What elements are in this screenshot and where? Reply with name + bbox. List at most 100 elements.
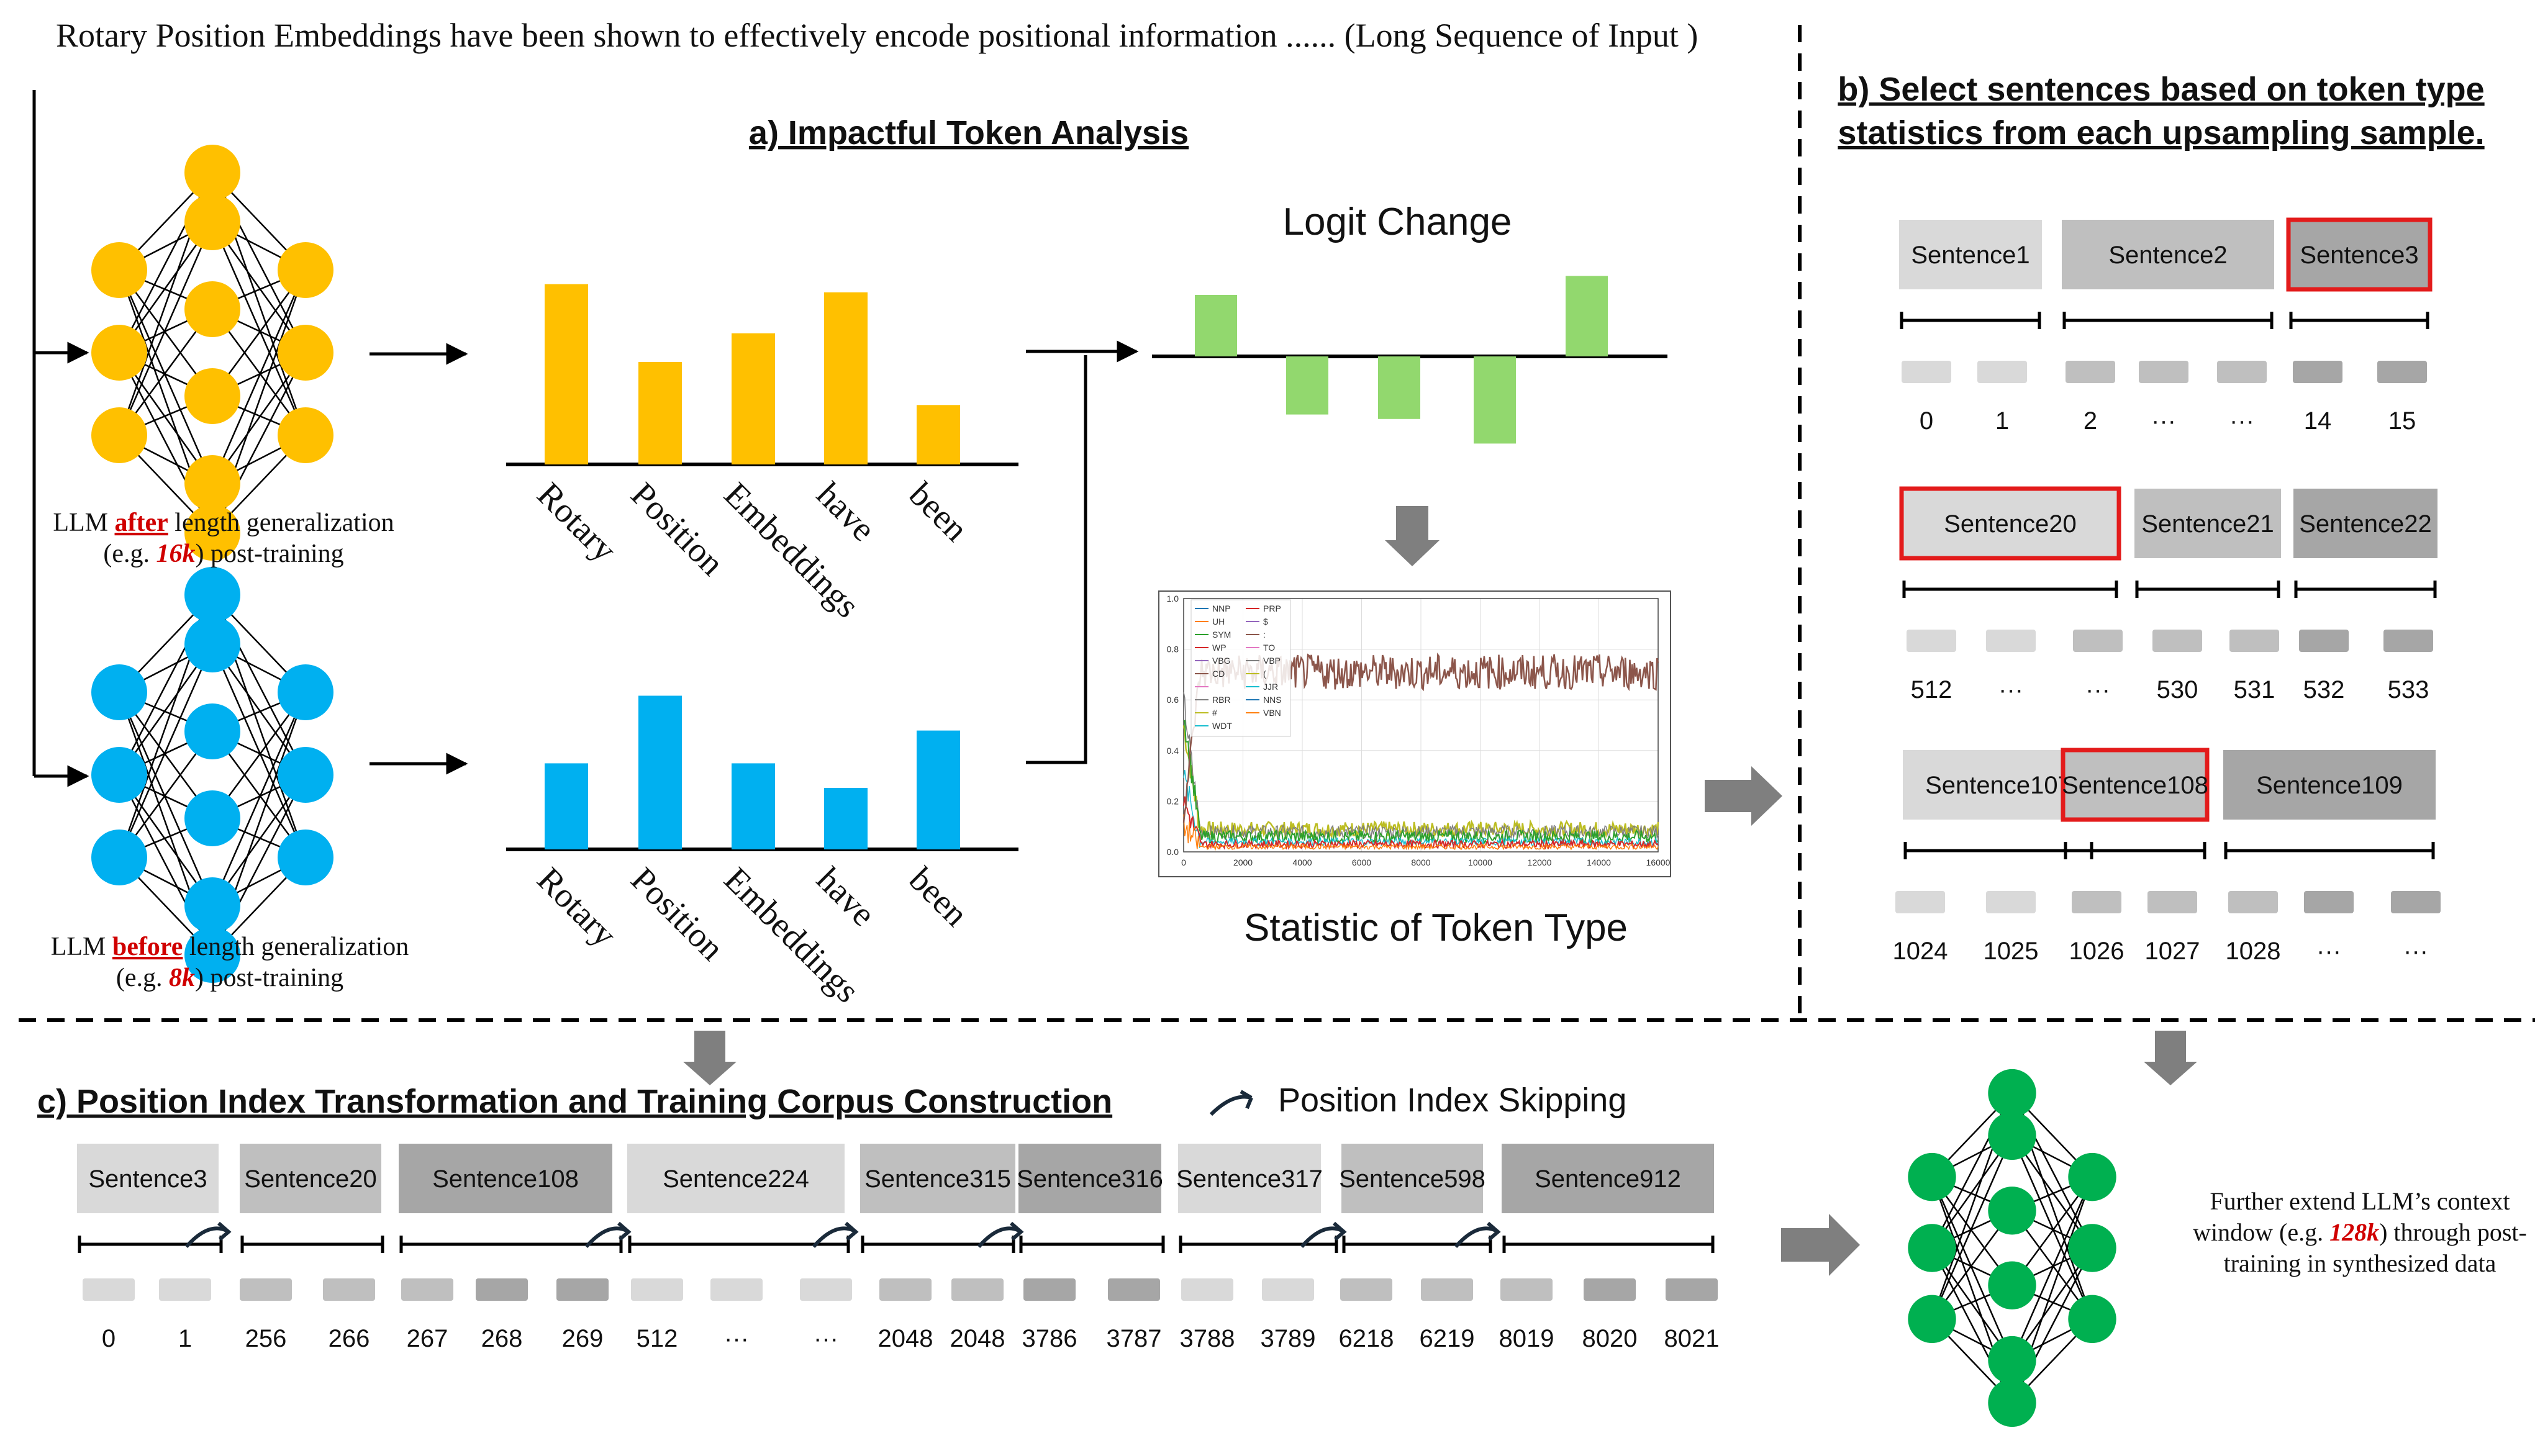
final-net-node [1908,1224,1956,1272]
after-net-node [184,145,240,201]
final-net-node [1988,1187,2036,1235]
position-index: 1 [1995,407,2009,435]
after-net-node [91,242,147,298]
corpus-position-index: 3789 [1261,1325,1316,1352]
stat-ytick: 0.6 [1167,695,1179,705]
after-bar-have [824,292,868,464]
before-bar-have [824,788,868,849]
corpus-position-index: 268 [481,1325,523,1352]
down-arrow-a-to-c [683,1031,737,1085]
before-bar-position [638,695,682,849]
token-chip [2073,630,2123,652]
sentence-box-selected [1899,486,2121,561]
logit-bar-embeddings [1378,356,1420,419]
corpus-token-chip [879,1278,932,1301]
down-arrow-to-stat [1385,506,1440,566]
corpus-position-index: 6219 [1420,1325,1475,1352]
corpus-sentence-box [240,1144,381,1213]
stat-legend-entry: CD [1212,669,1225,679]
sentence-label: Sentence108 [2062,772,2208,799]
before-label-have: have [809,860,883,934]
corpus-sentence-box [1178,1144,1321,1213]
corpus-position-index: 1 [178,1325,192,1352]
corpus-sentence-label: Sentence224 [663,1165,809,1193]
sentence-box [2293,489,2438,558]
after-label-rotary: Rotary [530,475,624,569]
corpus-position-index: ··· [814,1325,838,1352]
corpus-position-index: 0 [102,1325,116,1352]
before-net-node [278,664,333,720]
arrow-a-to-b [1705,766,1782,826]
final-net-node [2068,1224,2116,1272]
position-index: 531 [2234,676,2275,703]
stat-legend-entry: VBG [1212,656,1231,666]
position-index: 532 [2303,676,2345,703]
sentence-box [2134,489,2281,558]
token-chip [1907,630,1956,652]
corpus-token-chip [83,1278,135,1301]
after-net-node [278,242,333,298]
corpus-sentence-label: Sentence108 [432,1165,579,1193]
logit-change-title: Logit Change [1283,201,1512,243]
position-index: ··· [2403,938,2428,965]
logit-bar-position [1286,356,1328,415]
skip-legend-icon [1209,1090,1253,1116]
before-bar-embeddings [732,763,775,849]
stat-legend-entry: TO [1263,643,1275,653]
position-index: ··· [2316,938,2341,965]
token-chip [2066,361,2115,383]
before-net-node [184,790,240,846]
llm-after-network [91,145,333,561]
position-index: 14 [2304,407,2332,435]
corpus-position-index: 266 [329,1325,370,1352]
sentence-label: Sentence1 [1911,242,2029,269]
position-index: ··· [2229,407,2254,435]
corpus-sentence-box [1502,1144,1714,1213]
final-caption-line1: Further extend LLM’s context [2210,1187,2510,1215]
corpus-token-chip [1023,1278,1076,1301]
corpus-sentence-label: Sentence315 [864,1165,1011,1193]
before-net-node [278,747,333,803]
sentence-label: Sentence3 [2300,242,2418,269]
corpus-sentence-box [399,1144,612,1213]
sentence-label: Sentence20 [1944,510,2077,538]
stat-legend-entry: UH [1212,617,1225,626]
corpus-sentence-box [77,1144,219,1213]
corpus-position-index: 269 [562,1325,604,1352]
token-chip [2229,630,2279,652]
corpus-token-chip [1584,1278,1636,1301]
corpus-token-chip [323,1278,375,1301]
stat-legend-entry: VBP [1263,656,1281,666]
final-net-node [1988,1336,2036,1385]
after-bar-position [638,362,682,464]
logit-change-chart [1152,276,1667,444]
llm-before-caption-line1: LLM before length generalization [51,933,409,961]
corpus-position-index: 3786 [1022,1325,1077,1352]
arrow-to-final-network [1781,1214,1860,1276]
after-net-node [184,455,240,511]
corpus-sentence-label: Sentence598 [1339,1165,1485,1193]
before-net-node [184,617,240,672]
stat-legend-entry: SYM [1212,630,1231,640]
final-llm-network [1908,1069,2116,1427]
position-index: 2 [2084,407,2097,435]
after-net-node [184,368,240,424]
corpus-sentence-label: Sentence3 [88,1165,207,1193]
after-label-been: been [902,475,976,549]
stat-xtick: 2000 [1233,857,1253,867]
before-bar-rotary [545,763,588,849]
before-net-node [91,664,147,720]
corpus-token-chip [1666,1278,1718,1301]
stat-legend-entry: NNS [1263,695,1282,705]
stat-legend-entry: : [1263,630,1266,640]
token-chip [2228,891,2278,913]
before-label-rotary: Rotary [530,860,624,954]
stat-xtick: 4000 [1292,857,1312,867]
stat-legend-entry: VBN [1263,708,1281,718]
logit-bar-been [1566,276,1608,356]
position-index: 533 [2388,676,2429,703]
stat-xtick: 12000 [1528,857,1552,867]
